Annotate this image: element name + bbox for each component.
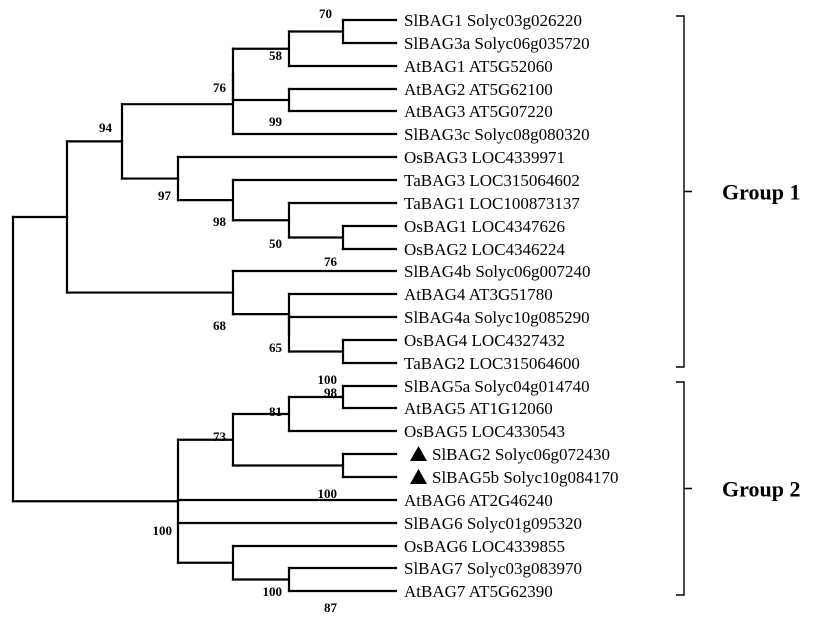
- taxon-label: TaBAG2 LOC315064600: [404, 354, 580, 373]
- taxon-label: OsBAG1 LOC4347626: [404, 217, 565, 236]
- bootstrap-values: 7058769994979850766865100988173100100100…: [99, 6, 338, 615]
- bootstrap-value: 87: [324, 600, 338, 615]
- taxon-label: OsBAG2 LOC4346224: [404, 240, 566, 259]
- taxon-label: OsBAG6 LOC4339855: [404, 537, 565, 556]
- bootstrap-value: 76: [213, 80, 227, 95]
- taxon-label: AtBAG2 AT5G62100: [404, 80, 553, 99]
- bootstrap-value: 100: [318, 486, 338, 501]
- bootstrap-value: 98: [324, 385, 338, 400]
- tree-branches: [11, 18, 398, 593]
- taxon-label: SlBAG3a Solyc06g035720: [404, 34, 590, 53]
- taxon-label: SlBAG5a Solyc04g014740: [404, 377, 590, 396]
- group-label: Group 1: [722, 180, 800, 205]
- group-label: Group 2: [722, 477, 800, 502]
- taxon-label: SlBAG1 Solyc03g026220: [404, 11, 582, 30]
- bootstrap-value: 94: [99, 120, 113, 135]
- taxon-label: AtBAG1 AT5G52060: [404, 57, 553, 76]
- group-bracket: [676, 15, 692, 368]
- taxon-label: SlBAG4a Solyc10g085290: [404, 308, 590, 327]
- bootstrap-value: 100: [153, 523, 173, 538]
- taxon-label: SlBAG7 Solyc03g083970: [404, 559, 582, 578]
- bootstrap-value: 68: [213, 318, 227, 333]
- group-brackets: Group 1 Group 2: [676, 15, 800, 596]
- taxon-label: OsBAG4 LOC4327432: [404, 331, 565, 350]
- taxon-label: SlBAG4b Solyc06g007240: [404, 262, 591, 281]
- bootstrap-value: 100: [318, 372, 338, 387]
- bootstrap-value: 50: [269, 236, 282, 251]
- bootstrap-value: 73: [213, 429, 227, 444]
- taxon-label: SlBAG3c Solyc08g080320: [404, 125, 590, 144]
- taxon-label: OsBAG5 LOC4330543: [404, 422, 565, 441]
- bootstrap-value: 99: [269, 114, 283, 129]
- highlight-markers: [410, 446, 427, 484]
- taxon-label: AtBAG6 AT2G46240: [404, 491, 553, 510]
- bootstrap-value: 100: [263, 584, 283, 599]
- taxon-label: SlBAG5b Solyc10g084170: [432, 468, 619, 487]
- bootstrap-value: 97: [158, 188, 172, 203]
- bootstrap-value: 81: [269, 404, 282, 419]
- taxon-label: AtBAG3 AT5G07220: [404, 102, 553, 121]
- taxon-label: AtBAG5 AT1G12060: [404, 399, 553, 418]
- taxon-label: SlBAG6 Solyc01g095320: [404, 514, 582, 533]
- bootstrap-value: 70: [319, 6, 332, 21]
- bootstrap-value: 76: [324, 254, 338, 269]
- taxon-label: AtBAG4 AT3G51780: [404, 285, 553, 304]
- taxon-label: SlBAG2 Solyc06g072430: [432, 445, 610, 464]
- triangle-marker-icon: [410, 446, 427, 461]
- bootstrap-value: 58: [269, 48, 283, 63]
- bootstrap-value: 65: [269, 340, 283, 355]
- group-bracket: [676, 381, 692, 596]
- taxon-label: TaBAG1 LOC100873137: [404, 194, 580, 213]
- taxon-label: AtBAG7 AT5G62390: [404, 582, 553, 601]
- bootstrap-value: 98: [213, 214, 227, 229]
- taxon-label: OsBAG3 LOC4339971: [404, 148, 565, 167]
- triangle-marker-icon: [410, 469, 427, 484]
- taxon-label: TaBAG3 LOC315064602: [404, 171, 580, 190]
